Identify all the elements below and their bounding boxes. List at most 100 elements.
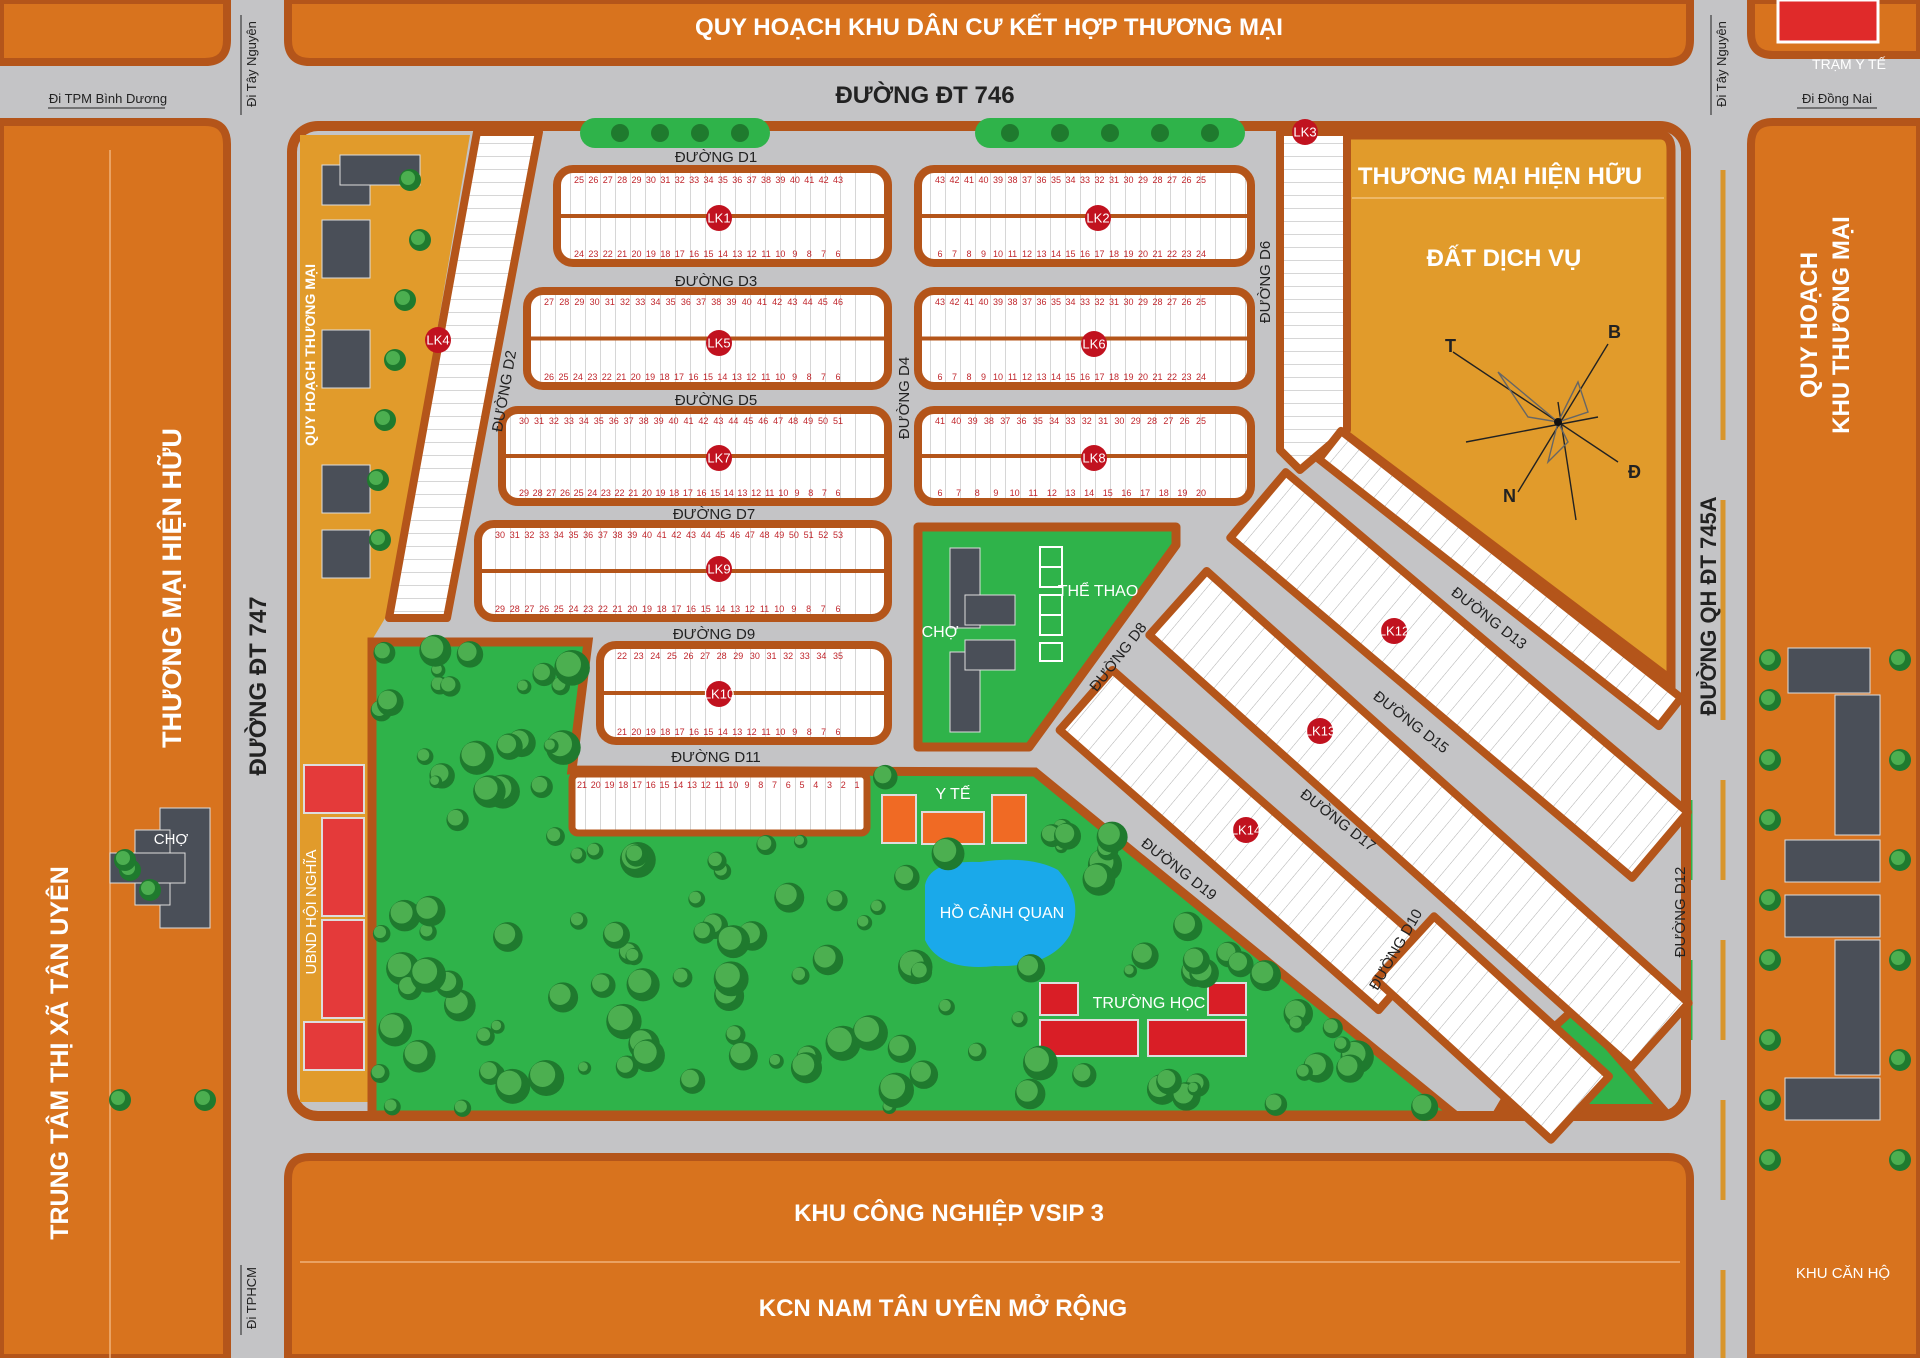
block-badge-lk5[interactable]: LK5	[706, 330, 732, 356]
lot-number: 31	[660, 175, 670, 185]
block-badge-lk12[interactable]: LK12	[1379, 618, 1409, 644]
tree-canopy	[1891, 651, 1905, 665]
people-committee-buildings	[303, 764, 365, 1071]
tree-canopy	[1761, 811, 1775, 825]
lot-number: 14	[673, 780, 683, 790]
lot-number: 37	[747, 175, 757, 185]
tree-canopy	[412, 958, 438, 984]
lot-number: 15	[1103, 488, 1113, 498]
lot-number: 17	[683, 488, 693, 498]
lot-number: 22	[615, 488, 625, 498]
lot-number: 22	[1167, 249, 1177, 259]
tree-canopy	[616, 1056, 633, 1073]
lot-number: 17	[675, 727, 685, 737]
lot-number: 23	[583, 604, 593, 614]
compass-rose: T B Đ N	[1445, 322, 1641, 521]
lot-number: 12	[701, 780, 711, 790]
lot-number: 26	[1181, 297, 1191, 307]
lot-number: 24	[568, 604, 578, 614]
lot-number: 30	[519, 416, 529, 426]
lot-number: 20	[632, 249, 642, 259]
lot-number: 18	[660, 249, 670, 259]
lot-number: 20	[631, 727, 641, 737]
lot-number: 14	[718, 249, 728, 259]
lot-number: 30	[750, 651, 760, 661]
block-badge-lk7[interactable]: LK7	[706, 445, 732, 471]
lot-number: 29	[733, 651, 743, 661]
tree-canopy	[1761, 751, 1775, 765]
road-dt746: ĐƯỜNG ĐT 746	[835, 81, 1014, 109]
zone-top-left	[0, 0, 231, 66]
lot-number: 29	[1138, 175, 1148, 185]
lot-number: 41	[657, 530, 667, 540]
tree-canopy	[1761, 651, 1775, 665]
lot-number: 33	[635, 297, 645, 307]
lot-number: 15	[659, 780, 669, 790]
lot-number: 42	[671, 530, 681, 540]
lot-number: 9	[795, 488, 800, 498]
tree-canopy	[396, 291, 410, 305]
lot-number: 22	[603, 249, 613, 259]
lot-number: 30	[1123, 175, 1133, 185]
tree-icon	[651, 124, 669, 142]
tree-canopy	[1761, 891, 1775, 905]
health-station-label: TRẠM Y TẾ	[1812, 56, 1886, 72]
block-badge-lk3[interactable]: LK3	[1292, 119, 1318, 145]
lot-number: 43	[787, 297, 797, 307]
lot-number: 6	[835, 727, 840, 737]
block-badge-lk4[interactable]: LK4	[425, 327, 451, 353]
commercial-plan-strip-label: QUY HOẠCH THƯƠNG MẠI	[302, 264, 318, 446]
lot-number: 9	[744, 780, 749, 790]
tree-canopy	[570, 913, 584, 926]
tree-canopy	[871, 900, 882, 912]
tree-canopy	[454, 1100, 467, 1113]
lot-number: 34	[816, 651, 826, 661]
lot-number: 18	[660, 372, 670, 382]
lot-number: 34	[650, 297, 660, 307]
sports-label: THỂ THAO	[1058, 581, 1139, 600]
lot-number: 11	[1029, 488, 1038, 498]
lot-number: 29	[495, 604, 505, 614]
lot-number: 32	[620, 297, 630, 307]
block-badge-lk9[interactable]: LK9	[706, 556, 732, 582]
lot-number: 27	[1167, 297, 1177, 307]
lot-number: 16	[686, 604, 696, 614]
badge-circle	[706, 681, 732, 707]
tree-canopy	[420, 636, 444, 659]
block-badge-lk10[interactable]: LK10	[704, 681, 734, 707]
lot-number: 35	[594, 416, 604, 426]
lot-number: 11	[761, 372, 770, 382]
lot-number: 38	[613, 530, 623, 540]
lot-number: 47	[773, 416, 783, 426]
block-badge-lk6[interactable]: LK6	[1081, 331, 1107, 357]
lot-number: 13	[687, 780, 697, 790]
lot-number: 21	[613, 604, 623, 614]
block-badge-lk1[interactable]: LK1	[706, 205, 732, 231]
direction-dong-nai: Đi Đồng Nai	[1802, 91, 1872, 106]
lot-number: 14	[718, 727, 728, 737]
block-badge-lk8[interactable]: LK8	[1081, 445, 1107, 471]
lot-number: 26	[544, 372, 554, 382]
lot-number: 33	[1080, 297, 1090, 307]
tree-canopy	[404, 1041, 428, 1065]
lot-number: 36	[732, 175, 742, 185]
lot-number: 30	[590, 297, 600, 307]
tree-canopy	[604, 923, 624, 942]
tree-canopy	[880, 1074, 906, 1100]
tree-canopy	[1337, 1055, 1358, 1076]
lot-number: 2	[841, 780, 846, 790]
tree-icon	[691, 124, 709, 142]
tree-canopy	[1323, 1019, 1338, 1034]
block-badge-lk14[interactable]: LK14	[1231, 817, 1261, 843]
lot-number: 6	[937, 249, 942, 259]
tree-canopy	[578, 1062, 588, 1072]
lot-number: 39	[993, 175, 1003, 185]
lot-number: 10	[775, 727, 785, 737]
block-badge-lk2[interactable]: LK2	[1085, 205, 1111, 231]
lot-number: 33	[564, 416, 574, 426]
lot-number: 6	[786, 780, 791, 790]
block-badge-lk13[interactable]: LK13	[1305, 718, 1335, 744]
tree-canopy	[911, 962, 927, 978]
lot-number: 32	[675, 175, 685, 185]
